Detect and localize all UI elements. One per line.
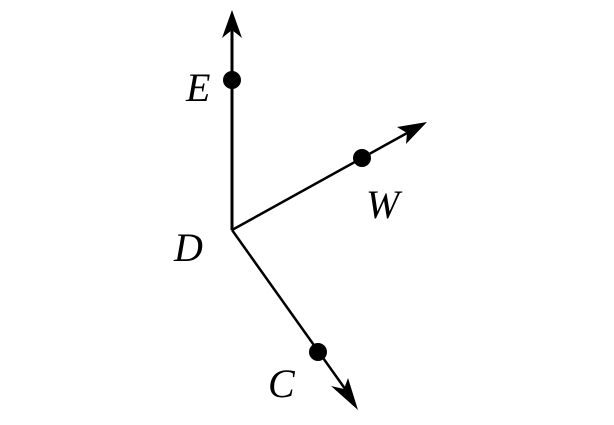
label-e: E	[185, 65, 210, 110]
label-c: C	[268, 361, 296, 406]
point-c	[309, 343, 327, 361]
label-w: W	[366, 182, 403, 227]
ray-dc: C	[230, 229, 358, 410]
ray-dw-line	[231, 125, 419, 232]
ray-de-arrowhead	[222, 10, 242, 38]
ray-dw-arrowhead	[397, 122, 427, 144]
label-d: D	[173, 225, 203, 270]
ray-dc-arrowhead	[331, 378, 358, 410]
ray-de: E	[185, 10, 242, 230]
ray-dc-line	[230, 229, 355, 401]
point-e	[223, 71, 241, 89]
point-w	[353, 149, 371, 167]
ray-dw: W	[231, 122, 427, 232]
